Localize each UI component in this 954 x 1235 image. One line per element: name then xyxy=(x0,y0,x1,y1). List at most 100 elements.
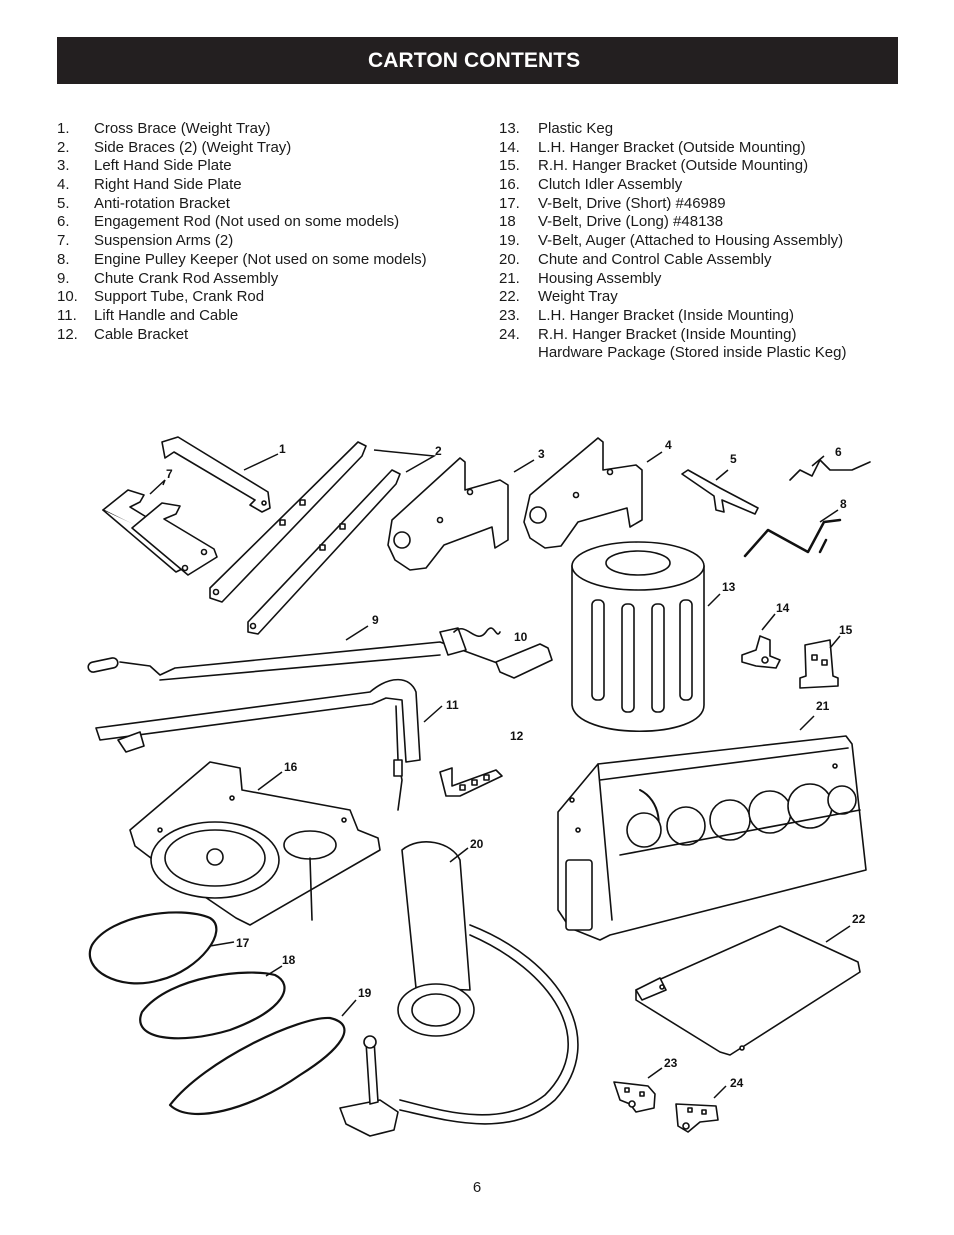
item-number: 21. xyxy=(499,269,520,287)
chute-crank-rod-part xyxy=(87,627,501,681)
cross-brace-part xyxy=(161,436,271,513)
item-description: V-Belt, Drive (Short) #46989 xyxy=(538,194,726,212)
item-description: L.H. Hanger Bracket (Inside Mounting) xyxy=(538,306,794,324)
item-number: 13. xyxy=(499,120,520,137)
item-description: L.H. Hanger Bracket (Outside Mounting) xyxy=(538,138,806,156)
leader-lines xyxy=(149,449,851,1099)
callout-11: 11 xyxy=(446,698,459,712)
callout-16: 16 xyxy=(284,760,298,774)
list-item: 21.Housing Assembly xyxy=(499,270,899,289)
callout-3: 3 xyxy=(538,447,545,461)
section-title: CARTON CONTENTS xyxy=(368,48,581,72)
list-item: 16.Clutch Idler Assembly xyxy=(499,176,899,195)
item-description: Plastic Keg xyxy=(538,120,614,137)
item-description: Support Tube, Crank Rod xyxy=(94,288,265,306)
item-number: 9. xyxy=(57,269,70,287)
parts-diagram: 1 2 3 4 5 6 7 8 9 10 11 12 13 14 15 16 1… xyxy=(87,436,871,1137)
callout-23: 23 xyxy=(664,1056,678,1070)
list-item: 15.R.H. Hanger Bracket (Outside Mounting… xyxy=(499,157,899,176)
lh-hanger-bracket-outside-part xyxy=(741,635,781,669)
item-description: Engagement Rod (Not used on some models) xyxy=(94,213,400,231)
list-item: 7. Suspension Arms (2) xyxy=(57,232,477,251)
item-number: 7. xyxy=(57,232,70,250)
parts-list-right: 13. Plastic Keg 14.L.H. Hanger Bracket (O… xyxy=(499,120,899,363)
callout-6: 6 xyxy=(835,445,842,459)
item-description: R.H. Hanger Bracket (Outside Mounting) xyxy=(538,157,809,175)
item-description: Clutch Idler Assembly xyxy=(538,176,683,194)
list-item: 14.L.H. Hanger Bracket (Outside Mounting… xyxy=(499,139,899,158)
chute-control-cable-part xyxy=(339,841,579,1137)
item-description: Chute and Control Cable Assembly xyxy=(538,250,772,268)
list-item: 20.Chute and Control Cable Assembly xyxy=(499,251,899,270)
item-description: Right Hand Side Plate xyxy=(94,176,242,194)
callout-12: 12 xyxy=(510,729,524,743)
item-number: 22. xyxy=(499,288,520,306)
list-item: 11.Lift Handle and Cable xyxy=(57,307,477,326)
item-description: Weight Tray xyxy=(538,288,618,306)
callout-13: 13 xyxy=(722,580,736,594)
callout-10: 10 xyxy=(514,630,528,644)
callout-15: 15 xyxy=(839,623,853,637)
drive-belt-short-part xyxy=(88,911,218,985)
list-item: 5. Anti-rotation Bracket xyxy=(57,195,477,214)
callout-4: 4 xyxy=(665,438,672,452)
item-description: Suspension Arms (2) xyxy=(94,232,234,250)
list-item: 9. Chute Crank Rod Assembly xyxy=(57,270,477,289)
list-item: 17. V-Belt, Drive (Short) #46989 xyxy=(499,195,899,214)
page-number: 6 xyxy=(472,1179,482,1196)
list-item: Hardware Package (Stored inside Plastic … xyxy=(499,344,899,363)
housing-assembly-part xyxy=(557,735,867,941)
callout-5: 5 xyxy=(730,452,737,466)
item-description: V-Belt, Drive (Long) #48138 xyxy=(538,213,724,231)
list-item: 13. Plastic Keg xyxy=(499,120,899,139)
item-number: 10. xyxy=(57,288,78,306)
left-side-plate-part xyxy=(387,457,509,571)
suspension-arms-part xyxy=(102,489,218,576)
rh-hanger-bracket-outside-part xyxy=(799,639,839,689)
item-description: Cross Brace (Weight Tray) xyxy=(94,120,271,137)
lift-handle-part xyxy=(95,678,421,811)
callout-14: 14 xyxy=(776,601,790,615)
callout-21: 21 xyxy=(816,699,830,713)
item-number: 5. xyxy=(57,194,70,212)
callout-20: 20 xyxy=(470,837,484,851)
item-number: 11. xyxy=(57,306,77,324)
list-item: 19.V-Belt, Auger (Attached to Housing As… xyxy=(499,232,899,251)
item-number: 23. xyxy=(499,306,520,324)
item-description: Chute Crank Rod Assembly xyxy=(94,269,279,287)
list-item: 2.Side Braces (2) (Weight Tray) xyxy=(57,139,477,158)
item-number: 18 xyxy=(499,213,516,231)
item-number: 1. xyxy=(57,120,70,137)
item-description: Cable Bracket xyxy=(94,325,189,343)
item-description: R.H. Hanger Bracket (Inside Mounting) xyxy=(538,325,797,343)
weight-tray-part xyxy=(635,925,861,1056)
callout-2: 2 xyxy=(435,444,442,458)
auger-belt-part xyxy=(168,1016,346,1116)
callout-18: 18 xyxy=(282,953,296,967)
item-number: 8. xyxy=(57,250,70,268)
engagement-rod-part xyxy=(789,459,871,481)
parts-list-left: 1. Cross Brace (Weight Tray) 2.Side Brace… xyxy=(57,120,477,344)
side-braces-part xyxy=(209,441,401,635)
list-item: 6.Engagement Rod (Not used on some model… xyxy=(57,213,477,232)
item-number: 24. xyxy=(499,325,520,343)
item-description: Side Braces (2) (Weight Tray) xyxy=(94,138,292,156)
list-item: 1. Cross Brace (Weight Tray) xyxy=(57,120,477,139)
section-banner: CARTON CONTENTS xyxy=(57,37,898,84)
clutch-idler-assembly-part xyxy=(129,761,381,926)
item-description: Anti-rotation Bracket xyxy=(94,194,230,212)
list-item: 12.Cable Bracket xyxy=(57,326,477,345)
item-description: Left Hand Side Plate xyxy=(94,157,232,175)
list-item: 24. R.H. Hanger Bracket (Inside Mounting) xyxy=(499,326,899,345)
list-item: 18 V-Belt, Drive (Long) #48138 xyxy=(499,213,899,232)
drive-belt-long-part xyxy=(139,971,286,1040)
anti-rotation-bracket-part xyxy=(681,469,759,515)
item-number: 17. xyxy=(499,194,520,212)
pulley-keeper-part xyxy=(743,518,842,558)
item-description: Engine Pulley Keeper (Not used on some m… xyxy=(94,250,427,268)
list-item: 23. L.H. Hanger Bracket (Inside Mounting) xyxy=(499,307,899,326)
callout-9: 9 xyxy=(372,613,379,627)
list-item: 4.Right Hand Side Plate xyxy=(57,176,477,195)
plastic-keg-part xyxy=(571,541,705,732)
item-number: 3. xyxy=(57,157,70,175)
